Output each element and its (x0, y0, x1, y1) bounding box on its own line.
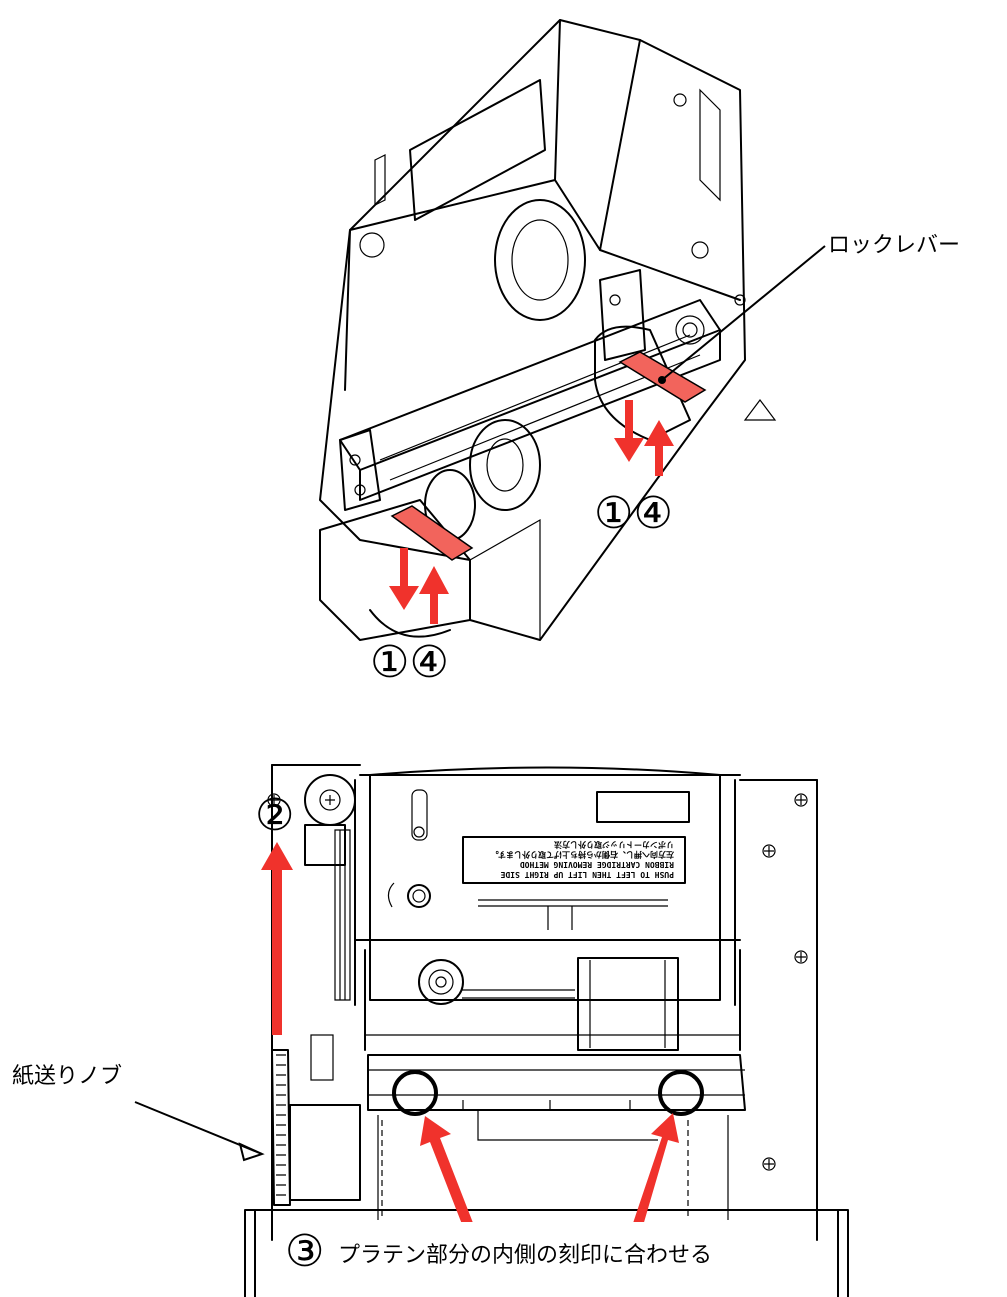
alignment-marker-left (392, 1070, 438, 1116)
instruction-background (285, 1222, 815, 1272)
red-arrow-pair-left (389, 548, 449, 624)
screw-icon (267, 793, 281, 807)
svg-text:PUSH TO LEFT THEN LIFT UP RIGH: PUSH TO LEFT THEN LIFT UP RIGHT SIDE (500, 870, 674, 879)
red-arrow-align-right (630, 1113, 679, 1236)
lock-lever-leader-line (661, 245, 826, 381)
lock-lever-leader-dot (658, 376, 666, 384)
step-label-left: ①④ (370, 637, 449, 688)
screw-icon (762, 844, 776, 858)
paper-feed-knob-label: 紙送りノブ (12, 1064, 122, 1089)
lock-lever-left (390, 505, 474, 561)
red-arrow-align-left (420, 1116, 475, 1232)
step-label-align: ③ (285, 1226, 324, 1277)
red-arrow-pair-right (614, 400, 674, 476)
red-arrow-up (261, 842, 293, 1035)
svg-text:リボンカートリッジ取り外し方法: リボンカートリッジ取り外し方法 (554, 840, 674, 850)
screw-icon (794, 950, 808, 964)
screw-icon (794, 793, 808, 807)
step-label-lift: ② (255, 790, 294, 841)
printer-front-view: PUSH TO LEFT THEN LIFT UP RIGHT SIDE RIB… (244, 764, 849, 1297)
screw-icon (762, 1157, 776, 1171)
paper-feed-knob-arrow (134, 1101, 265, 1162)
ribbon-sticker-text: PUSH TO LEFT THEN LIFT UP RIGHT SIDE RIB… (491, 840, 675, 879)
lock-lever-label: ロックレバー (828, 233, 960, 258)
svg-text:左方向へ押し、右側から持ち上げて取り外します。: 左方向へ押し、右側から持ち上げて取り外します。 (491, 850, 675, 860)
ribbon-sticker (462, 836, 686, 884)
platen-instruction-label: プラテン部分の内側の刻印に合わせる (338, 1243, 712, 1268)
step-label-right: ①④ (594, 488, 673, 539)
svg-text:RIBBON CARTRIDGE REMOVING METH: RIBBON CARTRIDGE REMOVING METHOD (520, 860, 674, 869)
printer-mechanism-isometric (319, 19, 777, 641)
alignment-marker-right (658, 1070, 704, 1116)
